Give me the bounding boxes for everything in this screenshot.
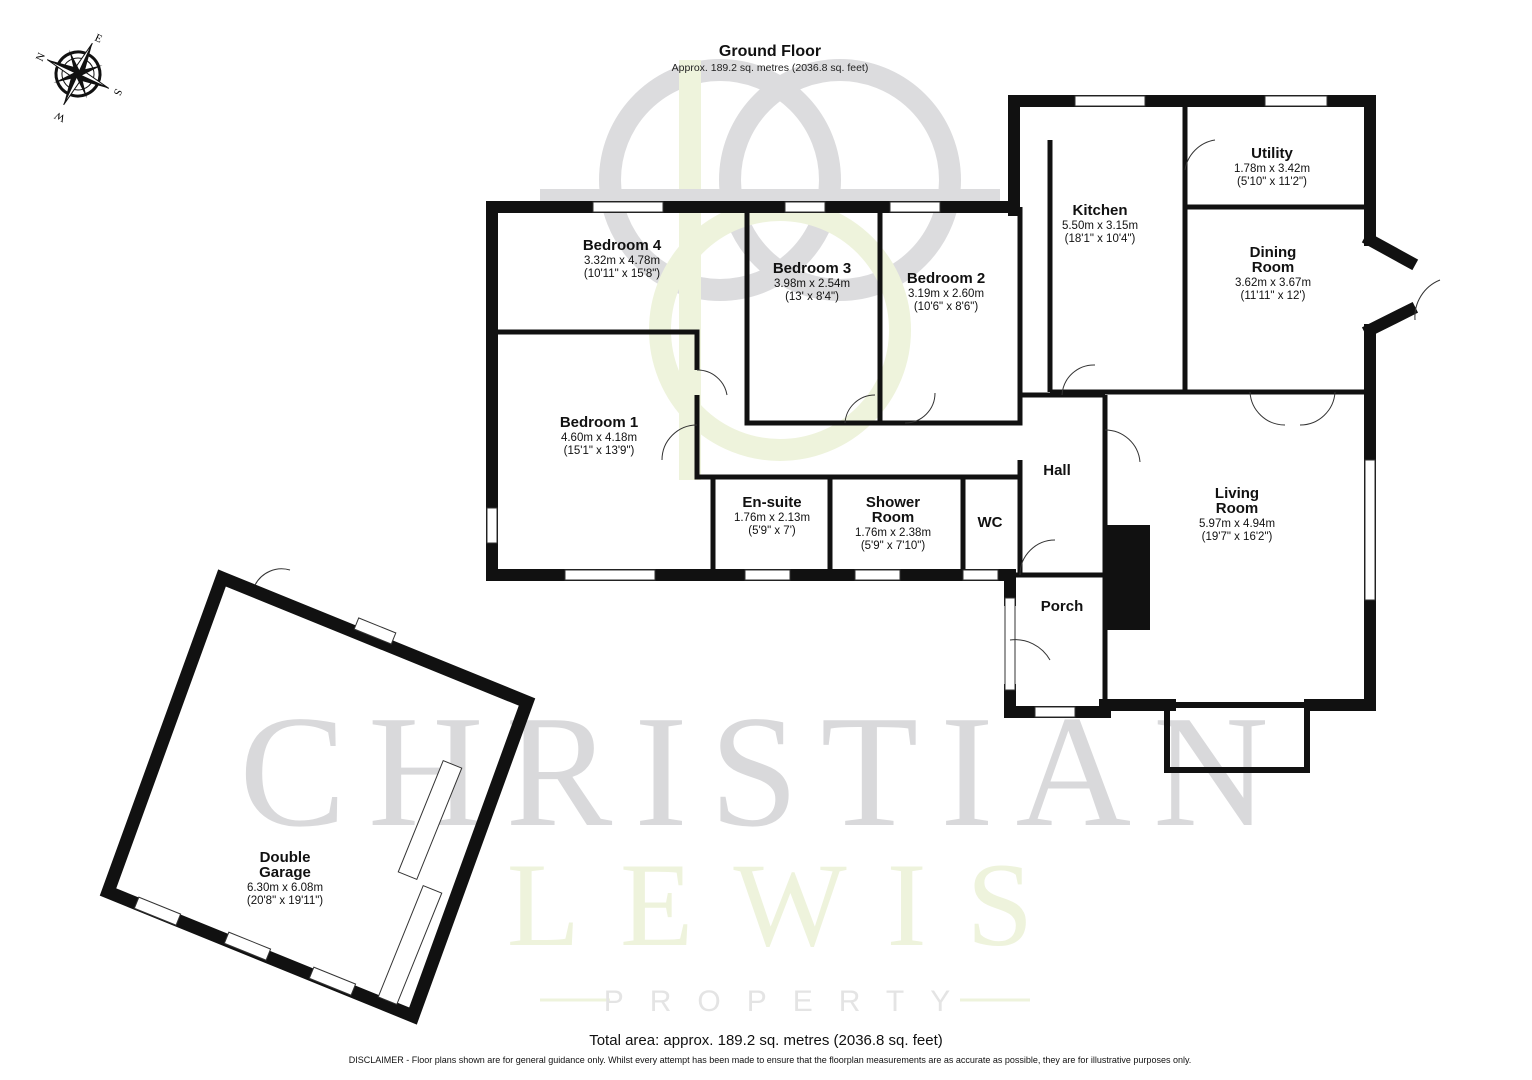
compass-s: S bbox=[111, 87, 124, 98]
room-name: Room bbox=[1252, 259, 1295, 276]
floor-area: Approx. 189.2 sq. metres (2036.8 sq. fee… bbox=[672, 62, 869, 74]
room-imperial-size: (18'1" x 10'4") bbox=[1065, 233, 1136, 245]
room-imperial-size: (13' x 8'4") bbox=[785, 291, 839, 303]
room-metric-size: 1.76m x 2.38m bbox=[855, 527, 931, 539]
compass-w: W bbox=[52, 109, 67, 125]
room-metric-size: 3.32m x 4.78m bbox=[584, 255, 660, 267]
room-imperial-size: (20'8" x 19'11") bbox=[247, 895, 323, 907]
room-metric-size: 5.50m x 3.15m bbox=[1062, 220, 1138, 232]
room-imperial-size: (15'1" x 13'9") bbox=[564, 445, 635, 457]
fireplace bbox=[1106, 525, 1150, 630]
room-hall: Hall bbox=[1043, 462, 1071, 479]
room-name: Shower bbox=[866, 494, 920, 511]
room-bedroom-3: Bedroom 33.98m x 2.54m(13' x 8'4") bbox=[773, 260, 851, 303]
room-metric-size: 3.98m x 2.54m bbox=[774, 278, 850, 290]
room-name: Room bbox=[872, 509, 915, 526]
room-name: Garage bbox=[259, 864, 311, 881]
room-bedroom-2: Bedroom 23.19m x 2.60m(10'6" x 8'6") bbox=[907, 270, 985, 313]
room-metric-size: 4.60m x 4.18m bbox=[561, 432, 637, 444]
room-wc: WC bbox=[978, 514, 1003, 531]
room-imperial-size: (11'11" x 12') bbox=[1241, 290, 1306, 302]
room-bedroom-1: Bedroom 14.60m x 4.18m(15'1" x 13'9") bbox=[560, 414, 638, 457]
compass-n: N bbox=[34, 51, 48, 63]
room-name: Bedroom 1 bbox=[560, 414, 638, 431]
bay-window bbox=[1164, 702, 1310, 773]
total-area: Total area: approx. 189.2 sq. metres (20… bbox=[589, 1032, 943, 1049]
room-imperial-size: (19'7" x 16'2") bbox=[1202, 531, 1273, 543]
floor-title: Ground Floor bbox=[719, 43, 821, 60]
room-name: Bedroom 3 bbox=[773, 260, 851, 277]
room-metric-size: 5.97m x 4.94m bbox=[1199, 518, 1275, 530]
room-name: Porch bbox=[1041, 598, 1084, 615]
room-metric-size: 1.78m x 3.42m bbox=[1234, 163, 1310, 175]
room-imperial-size: (10'6" x 8'6") bbox=[914, 301, 979, 313]
room-imperial-size: (5'9" x 7') bbox=[748, 525, 796, 537]
compass-rose-icon bbox=[46, 42, 110, 106]
room-name: En-suite bbox=[742, 494, 801, 511]
room-imperial-size: (5'10" x 11'2") bbox=[1237, 176, 1307, 188]
room-name: WC bbox=[978, 514, 1003, 531]
room-name: Utility bbox=[1251, 145, 1293, 162]
room-name: Bedroom 2 bbox=[907, 270, 985, 287]
room-name: Hall bbox=[1043, 462, 1071, 479]
room-imperial-size: (5'9" x 7'10") bbox=[861, 540, 926, 552]
room-name: Double bbox=[260, 849, 311, 866]
room-name: Bedroom 4 bbox=[583, 237, 662, 254]
compass-e: E bbox=[93, 32, 104, 46]
room-porch: Porch bbox=[1041, 598, 1084, 615]
watermark: CHRISTIAN LEWIS PROPERTY bbox=[239, 59, 1269, 1018]
room-name: Living bbox=[1215, 485, 1259, 502]
room-metric-size: 6.30m x 6.08m bbox=[247, 882, 323, 894]
room-metric-size: 3.19m x 2.60m bbox=[908, 288, 984, 300]
room-name: Room bbox=[1216, 500, 1259, 517]
room-imperial-size: (10'11" x 15'8") bbox=[584, 268, 660, 280]
disclaimer: DISCLAIMER - Floor plans shown are for g… bbox=[349, 1055, 1192, 1065]
room-labels: Bedroom 43.32m x 4.78m(10'11" x 15'8")Be… bbox=[247, 145, 1311, 907]
room-name: Kitchen bbox=[1072, 202, 1127, 219]
garage-walls bbox=[99, 568, 536, 1025]
watermark-property: PROPERTY bbox=[604, 985, 977, 1018]
walls bbox=[486, 95, 1441, 773]
room-bedroom-4: Bedroom 43.32m x 4.78m(10'11" x 15'8") bbox=[583, 237, 662, 280]
room-metric-size: 3.62m x 3.67m bbox=[1235, 277, 1311, 289]
watermark-logo-icon bbox=[540, 59, 1000, 480]
watermark-lewis: LEWIS bbox=[507, 838, 1074, 971]
room-metric-size: 1.76m x 2.13m bbox=[734, 512, 810, 524]
room-name: Dining bbox=[1250, 244, 1297, 261]
